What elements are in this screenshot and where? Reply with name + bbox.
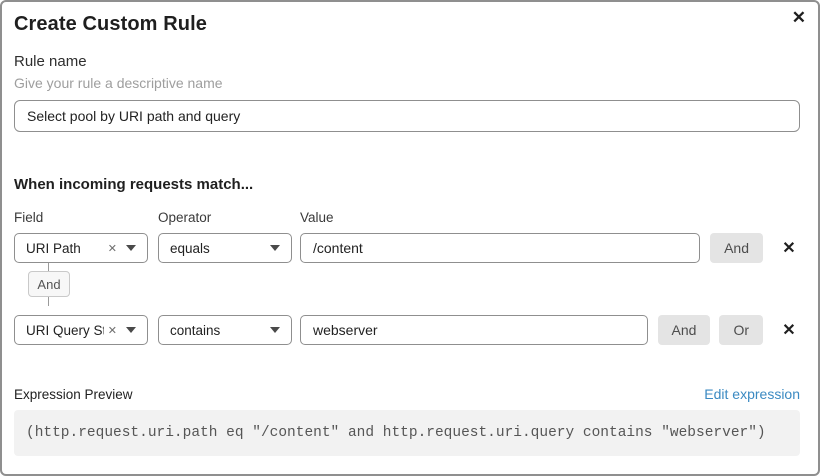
operator-column-label: Operator: [158, 210, 212, 225]
page-title: Create Custom Rule: [14, 13, 207, 35]
add-and-condition-button[interactable]: And: [710, 233, 763, 263]
remove-condition-icon[interactable]: ✕: [782, 240, 796, 257]
condition-column-labels: Field Operator Value: [14, 210, 798, 225]
edit-expression-link[interactable]: Edit expression: [704, 386, 800, 402]
condition-row: URI Query St... ✕ contains And Or ✕: [14, 315, 798, 345]
expression-preview-header: Expression Preview Edit expression: [14, 386, 800, 402]
rule-name-label: Rule name: [14, 53, 87, 70]
chevron-down-icon: [270, 327, 280, 333]
operator-select[interactable]: equals: [158, 233, 292, 263]
field-select[interactable]: URI Path ✕: [14, 233, 148, 263]
rule-name-helper-text: Give your rule a descriptive name: [14, 75, 223, 91]
chevron-down-icon: [126, 245, 136, 251]
close-icon[interactable]: ✕: [791, 8, 806, 27]
field-select-value: URI Path: [26, 240, 81, 256]
expression-code-preview: (http.request.uri.path eq "/content" and…: [14, 410, 800, 456]
value-input[interactable]: [300, 233, 701, 263]
value-column-label: Value: [300, 210, 334, 225]
field-column-label: Field: [14, 210, 44, 225]
connector-line: [48, 297, 49, 306]
connector-line: [48, 263, 49, 271]
expression-preview-label: Expression Preview: [14, 386, 133, 402]
add-or-condition-button[interactable]: Or: [719, 315, 763, 345]
field-select-value: URI Query St...: [26, 322, 104, 338]
match-section-heading: When incoming requests match...: [14, 176, 254, 193]
clear-field-icon[interactable]: ✕: [107, 324, 117, 337]
value-input[interactable]: [300, 315, 648, 345]
clear-field-icon[interactable]: ✕: [107, 242, 117, 255]
and-connector-badge: And: [28, 271, 70, 297]
field-select[interactable]: URI Query St... ✕: [14, 315, 148, 345]
chevron-down-icon: [270, 245, 280, 251]
rule-name-input[interactable]: [14, 100, 800, 132]
remove-condition-icon[interactable]: ✕: [782, 322, 796, 339]
condition-connector: And: [14, 263, 798, 307]
operator-select[interactable]: contains: [158, 315, 292, 345]
add-and-condition-button[interactable]: And: [657, 315, 711, 345]
chevron-down-icon: [126, 327, 136, 333]
operator-select-value: contains: [170, 322, 221, 338]
condition-row: URI Path ✕ equals And ✕: [14, 233, 798, 263]
operator-select-value: equals: [170, 240, 210, 256]
